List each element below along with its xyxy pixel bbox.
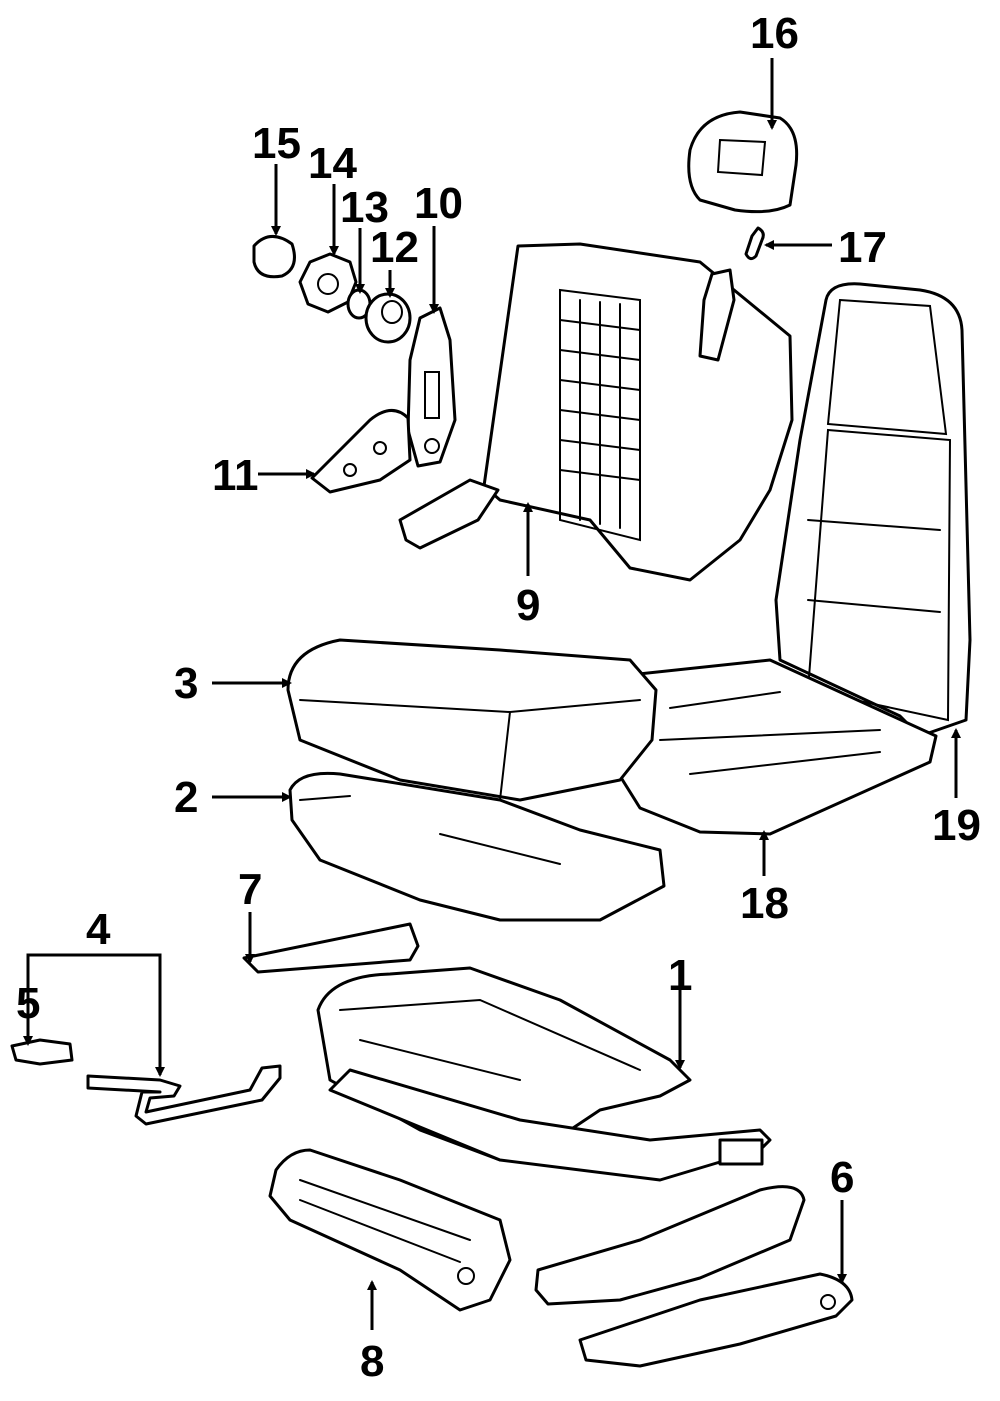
callout-11: 11 <box>212 451 259 500</box>
callout-1: 1 <box>668 951 692 1000</box>
callout-labels: 1 2 3 4 5 6 7 8 9 10 11 12 13 14 15 16 1… <box>16 9 981 1386</box>
adjuster-rod-part <box>86 1064 282 1126</box>
seat-side-shield-part <box>268 1148 512 1312</box>
cushion-bracket-part <box>242 922 420 974</box>
seatback-cover-part <box>774 282 972 738</box>
headrest-part <box>687 110 799 214</box>
cushion-cover-part <box>608 658 938 836</box>
callout-5: 5 <box>16 979 40 1028</box>
callout-2: 2 <box>174 773 198 822</box>
recliner-bracket-part <box>310 409 412 494</box>
callout-14: 14 <box>308 139 357 188</box>
callout-18: 18 <box>740 879 789 928</box>
headrest-guide-part <box>744 226 765 261</box>
leader-4 <box>26 953 165 1077</box>
callout-10: 10 <box>414 179 463 228</box>
bushing-part <box>364 292 412 344</box>
seat-cushion-frame-part <box>288 771 666 922</box>
callout-16: 16 <box>750 9 799 58</box>
callout-13: 13 <box>340 183 389 232</box>
release-handle-part <box>10 1038 74 1066</box>
callout-8: 8 <box>360 1337 384 1386</box>
callout-12: 12 <box>370 223 419 272</box>
seat-cushion-pad-part <box>286 638 658 802</box>
side-trim-covers-part <box>534 1185 854 1368</box>
callout-19: 19 <box>932 801 981 850</box>
seat-frame-track-part <box>316 966 772 1182</box>
callout-7: 7 <box>238 865 262 914</box>
callout-4: 4 <box>86 905 111 954</box>
callout-6: 6 <box>830 1153 854 1202</box>
recliner-knob-part <box>298 252 358 314</box>
callout-3: 3 <box>174 659 198 708</box>
callout-17: 17 <box>838 223 887 272</box>
recliner-plate-part <box>406 306 457 468</box>
seatback-frame-part <box>398 242 794 582</box>
recliner-cap-part <box>252 235 296 279</box>
callout-9: 9 <box>516 581 540 630</box>
leader-lines <box>23 58 961 1330</box>
callout-15: 15 <box>252 119 301 168</box>
